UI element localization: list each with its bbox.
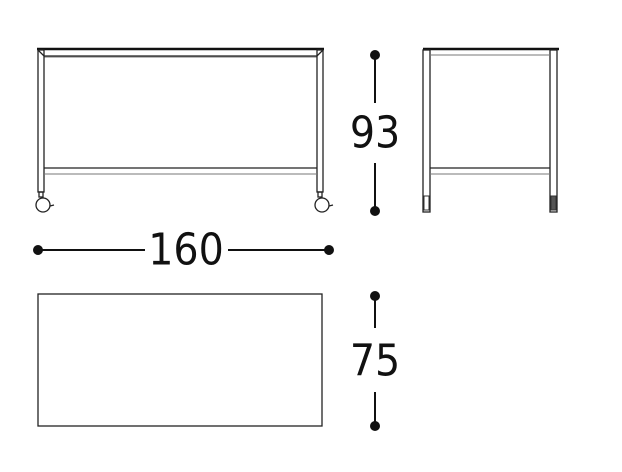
width-dimension: 160 bbox=[33, 225, 334, 276]
height-label: 93 bbox=[350, 108, 400, 159]
width-label: 160 bbox=[148, 225, 224, 276]
side-view bbox=[422, 47, 559, 213]
plan-view bbox=[37, 293, 323, 427]
caster-wheel-right bbox=[314, 191, 334, 213]
foot-glide-right bbox=[550, 195, 557, 211]
height-dimension: 93 bbox=[350, 50, 400, 216]
depth-label: 75 bbox=[350, 336, 400, 387]
front-view bbox=[35, 47, 334, 213]
caster-wheel-left bbox=[35, 191, 55, 213]
foot-glide-left bbox=[423, 195, 430, 211]
depth-dimension: 75 bbox=[350, 291, 400, 431]
